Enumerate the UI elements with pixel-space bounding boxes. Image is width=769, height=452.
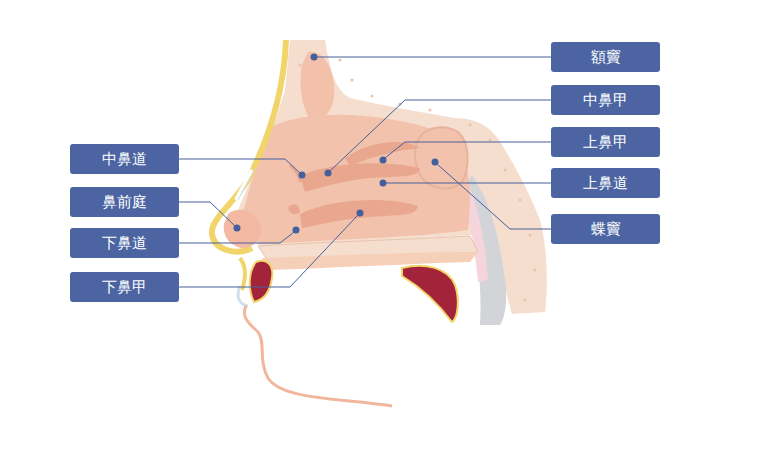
inferior-turbinate bbox=[300, 200, 418, 228]
label-text: 上鼻甲 bbox=[583, 133, 628, 151]
leader-line bbox=[330, 100, 551, 171]
profile-line bbox=[244, 306, 392, 406]
label-box: 下鼻道 bbox=[70, 228, 179, 258]
leader-dot bbox=[234, 225, 241, 232]
leader-dot bbox=[380, 180, 387, 187]
nasal-cavity bbox=[242, 115, 470, 244]
label-text: 下鼻道 bbox=[102, 234, 147, 252]
nose-cartilage-outline bbox=[238, 168, 255, 200]
label-text: 蝶竇 bbox=[591, 220, 621, 238]
maxilla bbox=[250, 261, 273, 302]
label-box: 下鼻甲 bbox=[70, 272, 179, 302]
label-box: 中鼻甲 bbox=[551, 85, 660, 115]
leader-dot bbox=[299, 172, 306, 179]
leader-dot bbox=[325, 170, 332, 177]
leader-line bbox=[178, 232, 294, 243]
label-box: 中鼻道 bbox=[70, 144, 179, 174]
label-text: 中鼻道 bbox=[102, 150, 147, 168]
nasal-vestibule bbox=[224, 210, 261, 248]
label-box: 上鼻甲 bbox=[551, 127, 660, 157]
label-box: 上鼻道 bbox=[551, 168, 660, 198]
frontal-sinus bbox=[300, 52, 334, 122]
label-text: 中鼻甲 bbox=[583, 91, 628, 109]
label-box: 蝶竇 bbox=[551, 214, 660, 244]
lip-outline bbox=[238, 286, 248, 306]
palate-mucosa bbox=[262, 252, 478, 270]
leader-dot bbox=[357, 210, 364, 217]
leader-line bbox=[178, 159, 300, 173]
leader-line bbox=[178, 202, 235, 226]
sphenoid-sinus bbox=[415, 127, 468, 188]
leader-line bbox=[437, 164, 551, 229]
nostril-fold bbox=[240, 258, 245, 290]
leader-line bbox=[385, 183, 551, 184]
label-box: 鼻前庭 bbox=[70, 187, 179, 217]
leader-dot bbox=[380, 157, 387, 164]
leader-dot bbox=[293, 227, 300, 234]
leader-line bbox=[316, 57, 551, 58]
label-text: 鼻前庭 bbox=[102, 193, 147, 211]
leader-dot bbox=[311, 54, 318, 61]
leader-lines bbox=[178, 57, 551, 287]
middle-turbinate bbox=[300, 163, 420, 192]
label-text: 額竇 bbox=[591, 48, 621, 66]
nose-cartilage bbox=[236, 170, 252, 200]
label-text: 下鼻甲 bbox=[102, 278, 147, 296]
meatus-curve bbox=[290, 165, 300, 182]
leader-dot bbox=[432, 159, 439, 166]
label-text: 上鼻道 bbox=[583, 174, 628, 192]
soft-palate bbox=[402, 266, 458, 322]
leader-line bbox=[178, 215, 358, 287]
turbinate-small bbox=[288, 205, 300, 215]
nose-skin bbox=[212, 40, 286, 252]
leader-dots bbox=[234, 54, 439, 234]
label-box: 額竇 bbox=[551, 42, 660, 72]
leader-line bbox=[385, 142, 551, 158]
